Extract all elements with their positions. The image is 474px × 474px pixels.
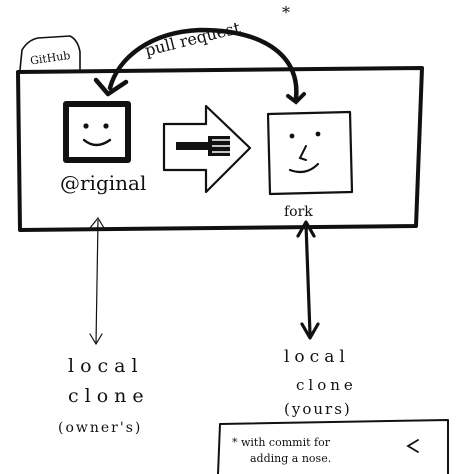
pull-request-asterisk: *	[282, 3, 290, 22]
fork-arrow	[162, 104, 252, 194]
original-label: @riginal	[60, 171, 146, 195]
pull-request-arc-start	[286, 92, 306, 105]
github-tab	[19, 35, 81, 71]
commit-note-line1: * with commit for	[232, 436, 331, 449]
github-box	[16, 66, 424, 232]
your-clone-line1: local	[284, 347, 350, 367]
pull-request-label: pull request	[143, 18, 243, 60]
original-repo-face	[63, 101, 131, 163]
commit-note-box	[217, 419, 449, 474]
owner-clone-line3: (owner's)	[58, 420, 142, 436]
commit-note-line2: adding a nose.	[250, 452, 331, 465]
pull-request-arrowhead	[93, 77, 129, 97]
owner-clone-line2: clone	[68, 385, 150, 407]
commit-note-caret	[406, 439, 419, 453]
pull-request-arc	[107, 27, 299, 101]
your-clone-link	[296, 220, 320, 340]
fork-label: fork	[284, 204, 313, 220]
your-clone-line3: (yours)	[284, 400, 352, 418]
fork-repo-face	[266, 110, 354, 196]
your-clone-line2: clone	[296, 376, 357, 394]
fork-icon	[176, 136, 232, 156]
owner-clone-line1: local	[68, 355, 144, 377]
github-tab-label: GitHub	[29, 49, 71, 68]
owner-clone-link	[89, 216, 105, 346]
